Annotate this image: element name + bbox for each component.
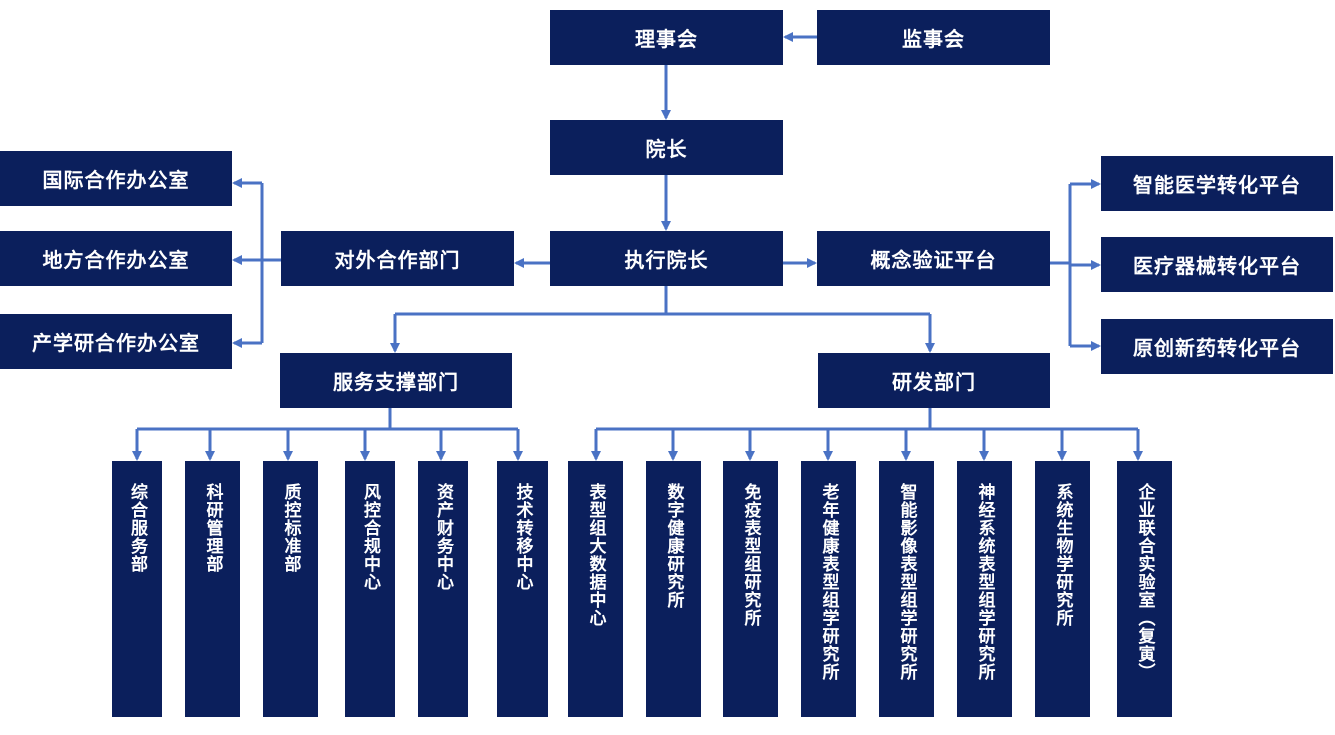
service-unit: 质控标准部 xyxy=(263,461,318,717)
rnd-unit: 系统生物学研究所 xyxy=(1035,461,1090,717)
node-executive-president: 执行院长 xyxy=(550,231,783,286)
node-board: 理事会 xyxy=(550,10,783,65)
node-local-office: 地方合作办公室 xyxy=(0,231,232,286)
node-drug-platform: 原创新药转化平台 xyxy=(1101,319,1333,374)
rnd-unit: 企业联合实验室︵复寅︶ xyxy=(1117,461,1172,717)
node-president: 院长 xyxy=(550,120,783,175)
rnd-unit: 免疫表型组研究所 xyxy=(723,461,778,717)
rnd-unit: 表型组大数据中心 xyxy=(568,461,623,717)
service-unit: 风控合规中心 xyxy=(345,461,395,717)
service-unit: 综合服务部 xyxy=(112,461,162,717)
service-unit: 科研管理部 xyxy=(185,461,240,717)
node-device-platform: 医疗器械转化平台 xyxy=(1101,237,1333,292)
rnd-unit: 智能影像表型组学研究所 xyxy=(879,461,934,717)
rnd-unit: 神经系统表型组学研究所 xyxy=(957,461,1012,717)
node-smart-med-platform: 智能医学转化平台 xyxy=(1101,156,1333,211)
node-service-support: 服务支撑部门 xyxy=(280,353,512,408)
rnd-unit: 老年健康表型组学研究所 xyxy=(801,461,856,717)
node-external-cooperation: 对外合作部门 xyxy=(281,231,514,286)
service-unit: 资产财务中心 xyxy=(418,461,468,717)
service-unit: 技术转移中心 xyxy=(497,461,548,717)
node-poc-platform: 概念验证平台 xyxy=(817,231,1050,286)
node-supervisory-board: 监事会 xyxy=(817,10,1050,65)
node-iur-office: 产学研合作办公室 xyxy=(0,314,232,369)
node-intl-office: 国际合作办公室 xyxy=(0,151,232,206)
rnd-unit: 数字健康研究所 xyxy=(646,461,701,717)
node-rnd: 研发部门 xyxy=(818,353,1050,408)
